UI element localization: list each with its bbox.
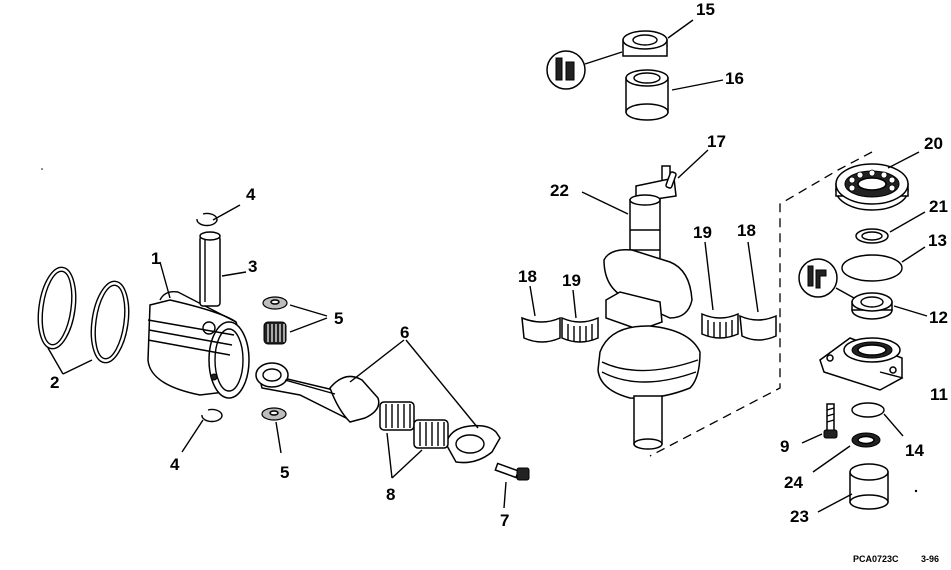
callout-18a: 18 — [518, 267, 537, 286]
callout-11: 11 — [930, 385, 948, 404]
callout-labels: 1 2 3 4 4 5 5 6 7 8 9 11 12 13 14 15 16 … — [50, 0, 948, 530]
callout-24: 24 — [784, 473, 803, 492]
callout-19a: 19 — [562, 271, 581, 290]
callout-19b: 19 — [693, 223, 712, 242]
housing-o-ring — [851, 402, 885, 418]
piston-rings — [37, 266, 130, 364]
main-bearing-halves-left — [521, 316, 599, 343]
ball-bearing — [835, 163, 909, 211]
bearing-retaining-ring — [855, 228, 889, 244]
callout-20: 20 — [924, 134, 943, 153]
lower-seal — [851, 292, 893, 320]
callout-9: 9 — [780, 437, 789, 456]
bearing-cap — [849, 463, 889, 510]
rod-cap — [445, 424, 501, 464]
callout-5a: 5 — [334, 309, 343, 328]
crankshaft — [597, 165, 701, 450]
callout-1: 1 — [151, 249, 160, 268]
assembly-bracket — [649, 151, 873, 457]
piston-pin — [199, 231, 221, 307]
callout-17: 17 — [707, 132, 726, 151]
callout-4b: 4 — [170, 455, 180, 474]
callout-12: 12 — [929, 308, 948, 327]
leader-lines — [47, 19, 928, 513]
sealant-detail-icon — [546, 50, 623, 90]
woodruff-key — [665, 171, 677, 189]
callout-8: 8 — [386, 485, 395, 504]
callout-18b: 18 — [737, 221, 756, 240]
small-end-bearing — [261, 296, 288, 421]
callout-13: 13 — [928, 231, 947, 250]
lower-bearing-housing — [819, 337, 903, 391]
pin-retaining-rings — [196, 212, 223, 423]
seal-detail-icon — [798, 258, 855, 299]
callout-3: 3 — [248, 257, 257, 276]
connecting-rod — [255, 362, 380, 423]
callout-6: 6 — [400, 323, 409, 342]
seal-ring — [851, 432, 881, 448]
piston — [147, 290, 250, 399]
callout-14: 14 — [905, 441, 924, 460]
callout-7: 7 — [500, 511, 509, 530]
rod-screw — [494, 462, 530, 481]
callout-16: 16 — [725, 69, 744, 88]
callout-21: 21 — [929, 197, 948, 216]
housing-screw — [823, 403, 838, 439]
callout-23: 23 — [790, 507, 809, 526]
callout-15: 15 — [696, 0, 715, 19]
figure-code: PCA0723C — [853, 554, 899, 564]
callout-2: 2 — [50, 373, 59, 392]
callout-22: 22 — [550, 181, 569, 200]
stray-dot — [41, 168, 43, 170]
main-bearing-halves-right — [701, 312, 777, 341]
callout-5b: 5 — [280, 463, 289, 482]
upper-seal-and-bearing — [622, 30, 669, 121]
stray-dot — [914, 489, 918, 493]
o-ring — [841, 254, 903, 282]
big-end-bearing-cages — [379, 401, 449, 449]
callout-4a: 4 — [246, 185, 256, 204]
figure-date: 3-96 — [921, 554, 939, 564]
